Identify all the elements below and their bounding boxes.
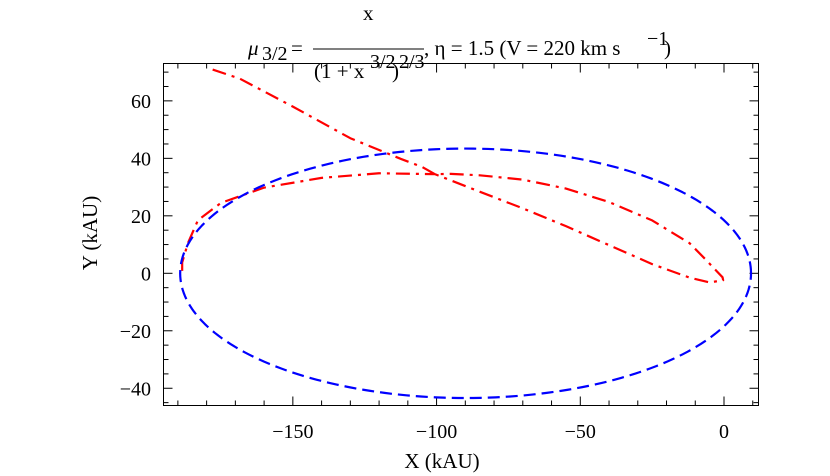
title-denominator-sup: 3/2 — [370, 51, 396, 73]
x-axis-label: X (kAU) — [404, 449, 479, 473]
y-axis-ticks: −40 −20 0 20 40 60 — [120, 71, 759, 404]
y-axis-label: Y (kAU) — [78, 196, 102, 270]
series-layer — [179, 68, 753, 400]
title-numerator: x — [363, 1, 374, 25]
y-tick-label: 40 — [131, 148, 151, 170]
series-line-1 — [181, 68, 725, 284]
x-axis-ticks: −150 −100 −50 0 — [177, 63, 754, 443]
y-tick-label: 0 — [141, 263, 151, 285]
title-rest: , η = 1.5 (V = 220 km s — [424, 36, 620, 60]
y-tick-label: 20 — [131, 206, 151, 228]
x-tick-label: 0 — [719, 421, 729, 443]
title-equals: = — [291, 36, 303, 60]
y-tick-label: −20 — [120, 321, 151, 343]
title-denominator-power: 2/3 — [399, 51, 425, 73]
plot-frame — [163, 63, 759, 406]
title-mu-symbol: μ — [247, 36, 259, 60]
y-tick-label: 60 — [131, 91, 151, 113]
y-tick-label: −40 — [120, 378, 151, 400]
chart-title: μ 3/2 = x (1 + x 3/2 ) 2/3 , η = 1.5 (V … — [247, 1, 671, 83]
x-tick-label: −50 — [565, 421, 596, 443]
title-mu-subscript: 3/2 — [262, 43, 288, 65]
title-denominator-close: ) — [392, 59, 399, 83]
title-rest-close: ) — [664, 36, 671, 60]
title-denominator-open: (1 + x — [314, 59, 365, 83]
x-tick-label: −150 — [272, 421, 313, 443]
series-line-2 — [179, 147, 753, 400]
title-rest-sup: −1 — [647, 28, 668, 50]
x-tick-label: −100 — [416, 421, 457, 443]
